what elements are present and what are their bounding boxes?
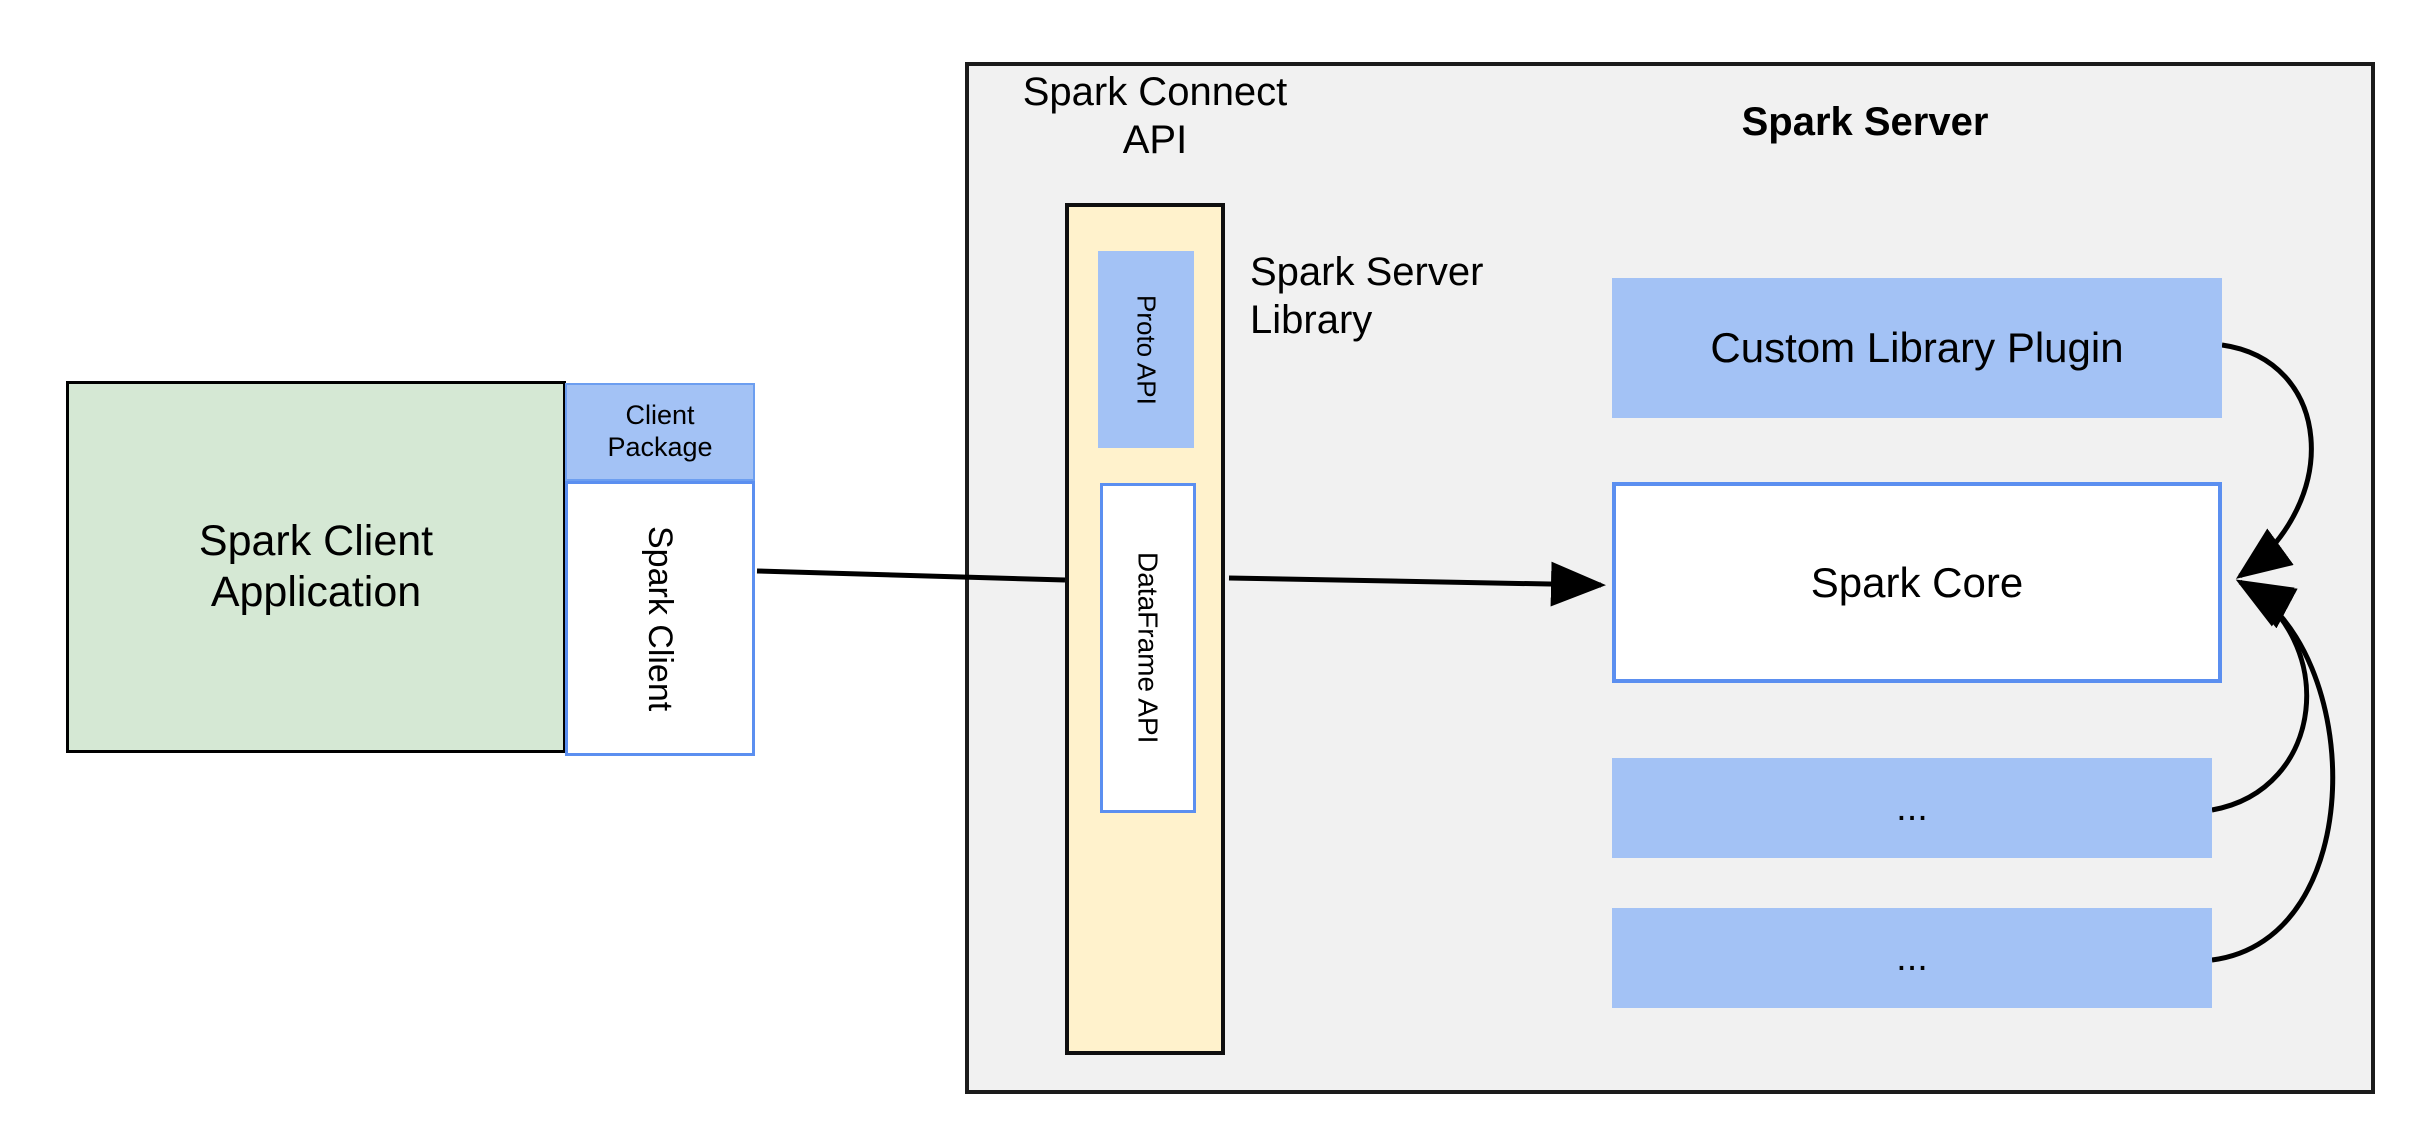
- placeholder-component-box-1[interactable]: ...: [1612, 758, 2212, 858]
- proto-api-box[interactable]: Proto API: [1098, 251, 1194, 448]
- spark-client-label: Spark Client: [641, 525, 680, 712]
- client-package-label: Client Package: [607, 400, 713, 462]
- spark-client-box[interactable]: Spark Client: [565, 481, 755, 756]
- spark-server-title: Spark Server: [1741, 100, 1989, 144]
- spark-server-library-label: Spark Server Library: [1250, 250, 1484, 342]
- custom-library-plugin-label: Custom Library Plugin: [1710, 324, 2124, 372]
- spark-core-label: Spark Core: [1810, 558, 2024, 606]
- placeholder-component-label-2: ...: [1896, 936, 1928, 979]
- client-package-box[interactable]: Client Package: [565, 383, 755, 481]
- spark-connect-api-column[interactable]: [1065, 203, 1225, 1055]
- dataframe-api-label: DataFrame API: [1132, 552, 1164, 744]
- custom-library-plugin-box[interactable]: Custom Library Plugin: [1612, 278, 2222, 418]
- placeholder-component-box-2[interactable]: ...: [1612, 908, 2212, 1008]
- spark-core-box[interactable]: Spark Core: [1612, 482, 2222, 683]
- spark-client-application-box[interactable]: Spark Client Application: [66, 381, 566, 753]
- spark-connect-api-label: Spark Connect API: [1022, 70, 1288, 162]
- dataframe-api-box[interactable]: DataFrame API: [1100, 483, 1196, 813]
- placeholder-component-label-1: ...: [1896, 786, 1928, 829]
- spark-client-application-label: Spark Client Application: [198, 517, 434, 616]
- proto-api-label: Proto API: [1131, 294, 1162, 405]
